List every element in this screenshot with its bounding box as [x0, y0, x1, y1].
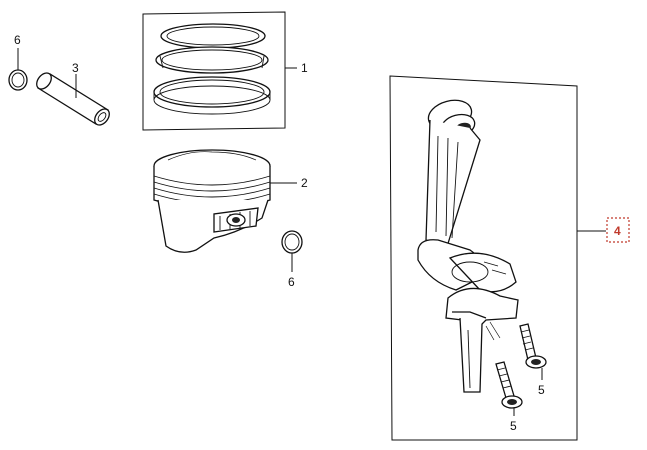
callout-6b: 6	[288, 275, 295, 289]
callout-2: 2	[301, 176, 308, 190]
callout-4: 4	[614, 224, 621, 238]
circlip-left-group[interactable]: 6	[8, 33, 28, 91]
circlip-right-group[interactable]: 6	[281, 230, 303, 289]
piston-ring-oil	[153, 76, 271, 115]
piston-ring-set-group[interactable]: 1	[142, 11, 308, 131]
piston-group[interactable]: 2	[153, 149, 308, 253]
rod-bolt-lower	[495, 361, 523, 409]
callout-5b: 5	[510, 419, 517, 433]
callout-6a: 6	[14, 33, 21, 47]
piston-pin-group[interactable]: 3	[34, 61, 113, 128]
piston-ring-top	[160, 23, 266, 49]
callout-3: 3	[72, 61, 79, 75]
rod-assembly-box	[389, 75, 578, 441]
ring-set-box	[142, 11, 286, 131]
callout-4-highlight-box	[606, 217, 630, 243]
circlip-icon	[281, 230, 303, 254]
connecting-rod-group[interactable]: 5 5 4	[389, 75, 630, 441]
callout-1: 1	[301, 61, 308, 75]
connecting-rod-icon	[417, 99, 519, 393]
callout-5a: 5	[538, 383, 545, 397]
circlip-icon	[8, 69, 28, 91]
rod-bolt-right	[519, 323, 547, 369]
piston-ring-second	[155, 46, 269, 74]
piston-pin-icon	[36, 72, 110, 126]
piston-icon	[153, 149, 271, 253]
